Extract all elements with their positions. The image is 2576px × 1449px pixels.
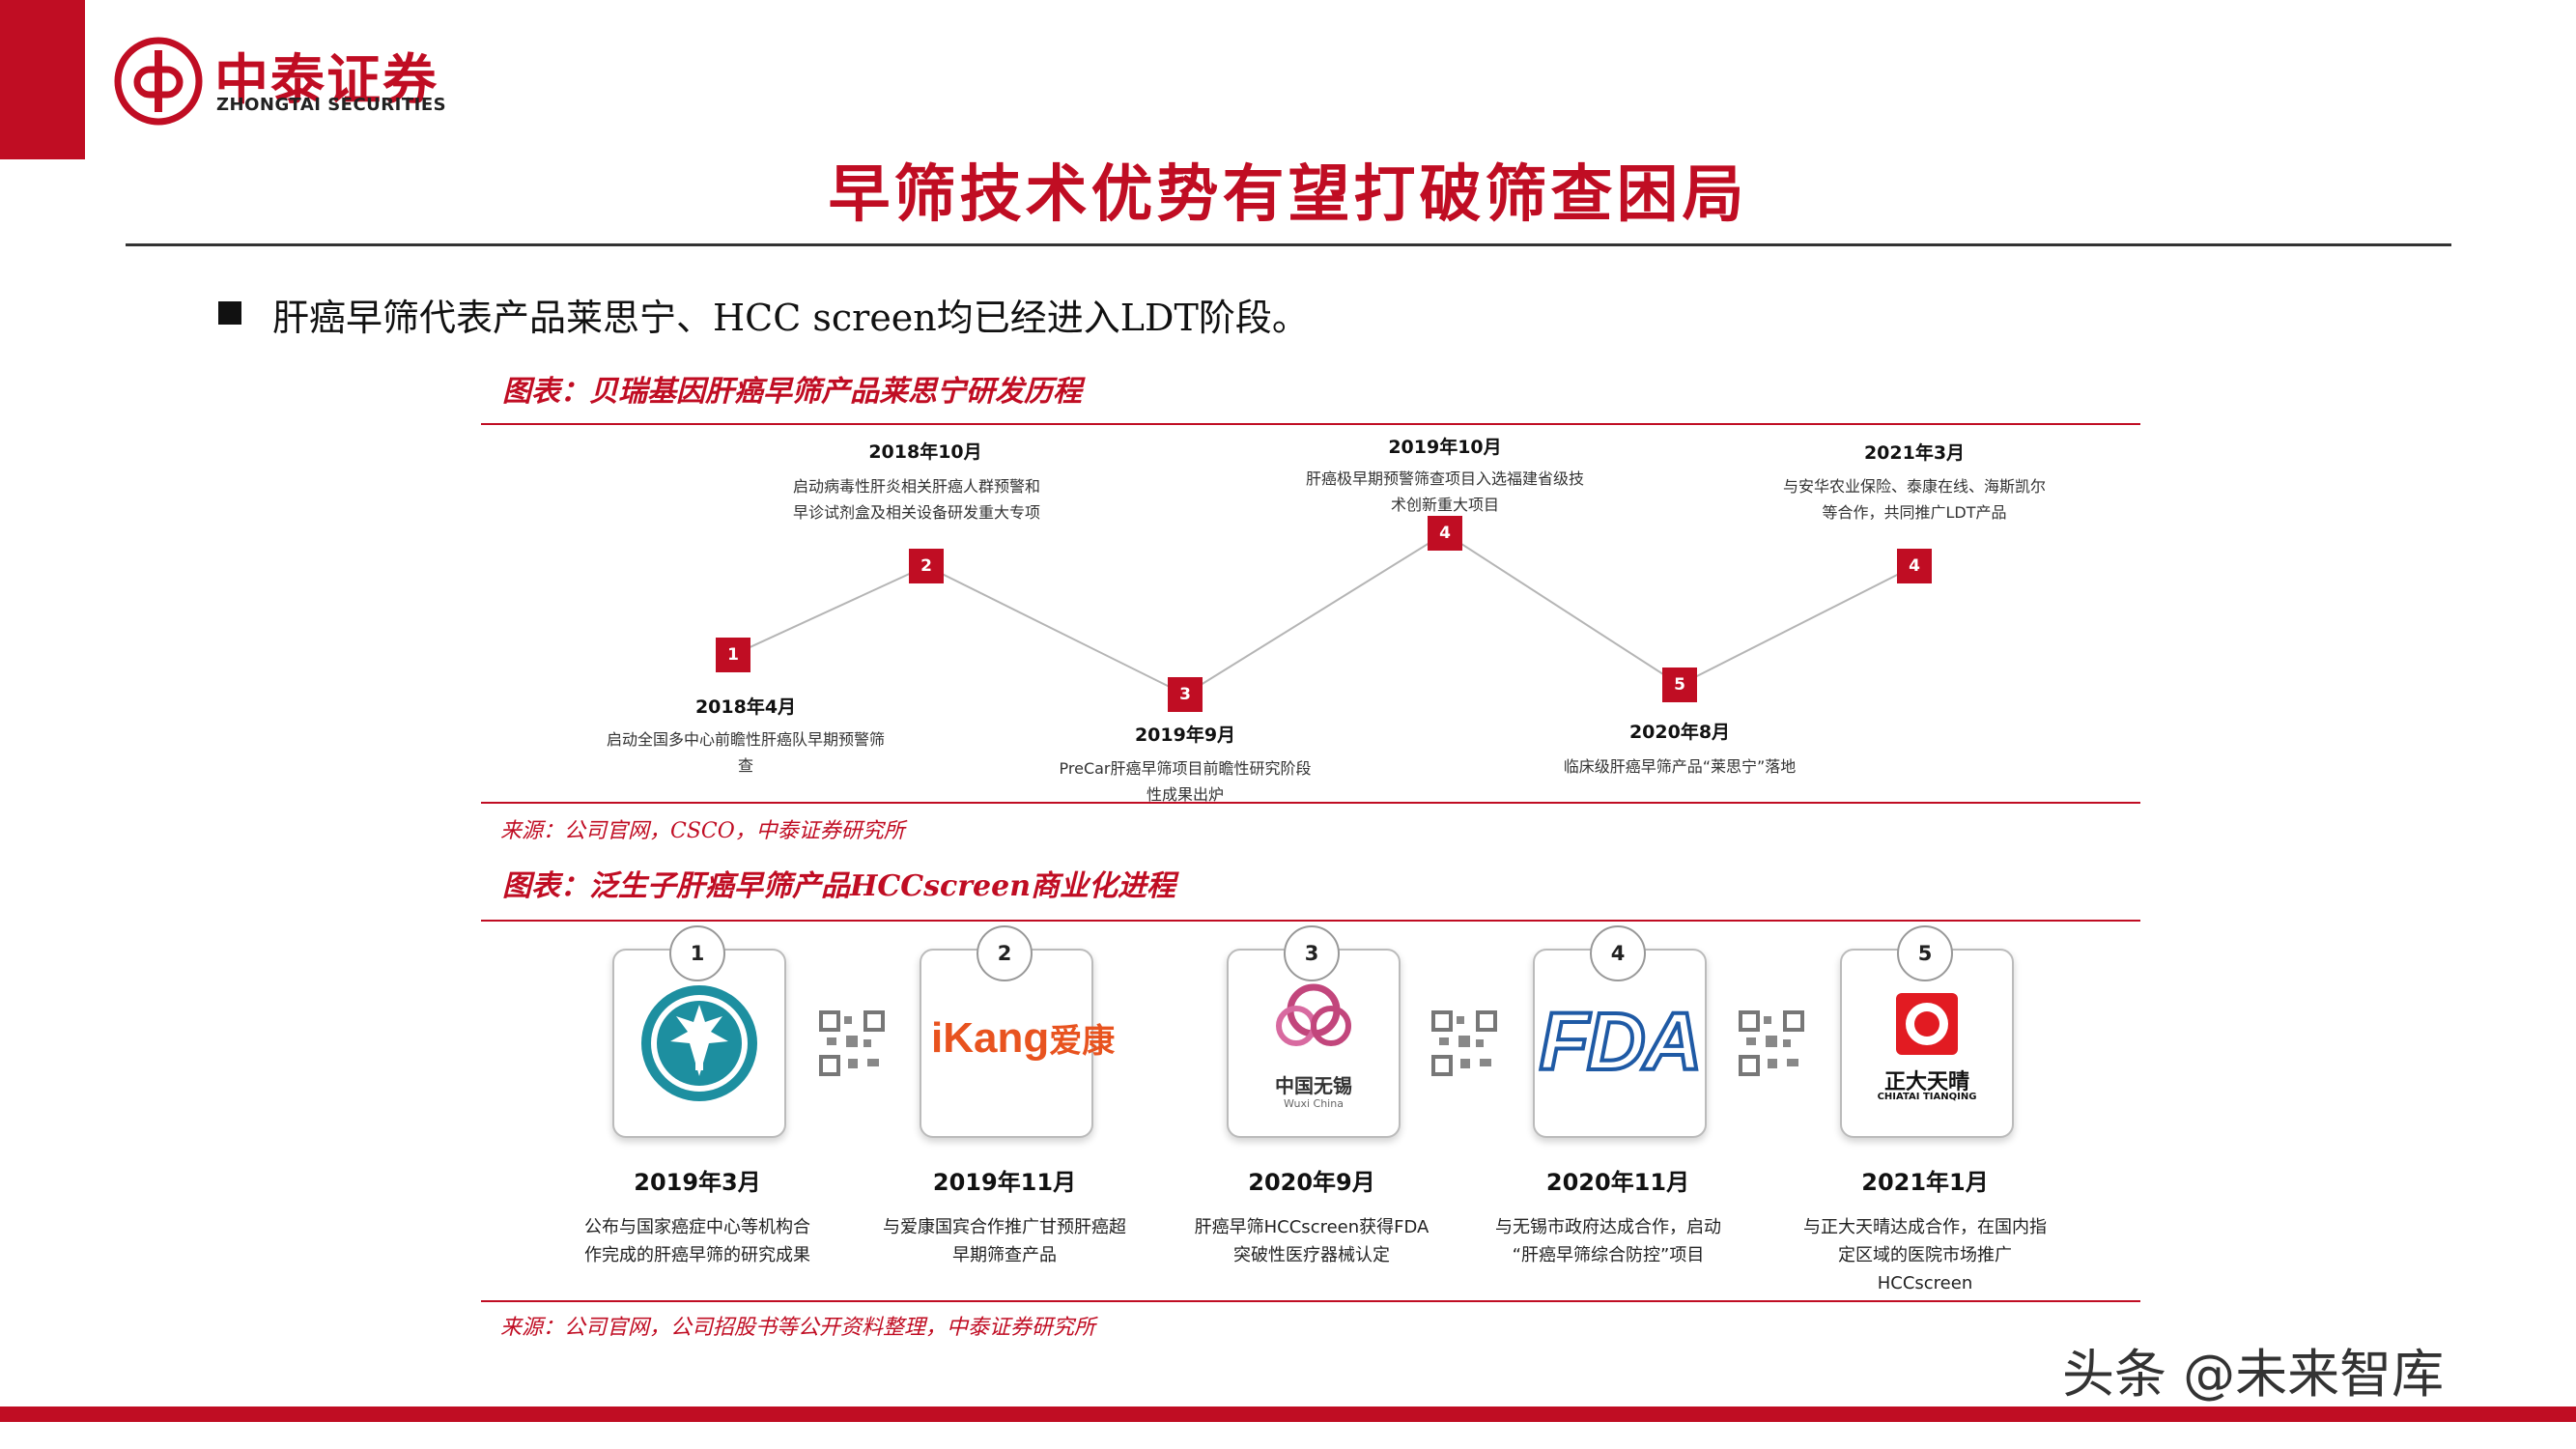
bullet-text: 肝癌早筛代表产品莱思宁、HCC screen均已经进入LDT阶段。 [272,297,1309,339]
zhongtai-logo-icon [114,37,203,126]
step-date-4: 2020年11月 [1545,1169,1690,1196]
step-date-1: 2019年3月 [634,1169,761,1196]
wuxi-china-logo-icon [1267,981,1360,1059]
watermark-text: 头条 @未来智库 [2062,1344,2445,1405]
step-desc-2: 与爱康国宾合作推广甘预肝癌超早期筛查产品 [883,1217,1126,1265]
step-date-5: 2021年1月 [1861,1169,1989,1196]
bullet-square-icon [218,301,241,325]
slide-title: 早筛技术优势有望打破筛查困局 [828,158,1748,231]
event-date: 2019年10月 [1388,437,1502,458]
figure1-source: 来源：公司官网，CSCO，中泰证券研究所 [500,819,905,843]
step-number-1: 1 [669,925,725,981]
event-date: 2018年4月 [694,696,797,718]
step-number-3: 3 [1284,925,1340,981]
timeline-marker-3: 3 [1168,677,1203,712]
event-desc: 与安华农业保险、泰康在线、海斯凯尔等合作，共同推广LDT产品 [1782,477,2046,522]
qr-code-icon [819,1010,885,1076]
fda-logo: FDA [1538,994,1705,1089]
qr-code-icon [1739,1010,1804,1076]
figure1-top-rule [481,423,2140,425]
step-date-2: 2019年11月 [932,1169,1077,1196]
national-cancer-center-logo-icon [639,983,759,1107]
figure2-source: 来源：公司官网，公司招股书等公开资料整理，中泰证券研究所 [500,1316,1096,1340]
footer-bar [0,1406,2576,1422]
timeline-marker-1: 1 [716,638,750,672]
figure1-bottom-rule [481,802,2140,804]
qr-code-icon [1431,1010,1497,1076]
title-divider [126,243,2451,246]
timeline-connector-lines [732,531,1915,696]
step-date-3: 2020年9月 [1248,1169,1375,1196]
figure1-title: 图表：贝瑞基因肝癌早筛产品莱思宁研发历程 [502,375,1082,409]
event-desc: 启动全国多中心前瞻性肝癌队早期预警筛查 [606,730,885,775]
event-date: 2020年8月 [1628,722,1731,743]
timeline-marker-5: 5 [1662,668,1697,702]
step-desc-5: 与正大天晴达成合作，在国内指定区域的医院市场推广HCCscreen [1803,1217,2047,1293]
event-desc: 临床级肝癌早筛产品“莱思宁”落地 [1563,757,1797,776]
brand-name-cn: 中泰证券 [214,49,439,112]
timeline-marker-4: 4 [1428,516,1462,551]
step-number-2: 2 [977,925,1033,981]
step-desc-4: 与无锡市政府达成合作，启动 “肝癌早筛综合防控”项目 [1495,1217,1721,1265]
figure2-top-rule [481,920,2140,922]
figure2-title: 图表：泛生子肝癌早筛产品HCCscreen商业化进程 [502,869,1176,903]
step-card-1 [612,949,786,1138]
step-number-5: 5 [1897,925,1953,981]
chiatai-tianqing-logo-icon [1896,993,1958,1055]
step-card-3: 中国无锡 Wuxi China [1227,949,1401,1138]
event-date: 2018年10月 [868,441,982,463]
event-desc: 启动病毒性肝炎相关肝癌人群预警和早诊试剂盒及相关设备研发重大专项 [792,477,1040,522]
event-date: 2019年9月 [1134,724,1236,746]
timeline-marker-2: 2 [909,549,944,583]
brand-name-en: ZHONGTAI SECURITIES [216,95,447,115]
event-desc: PreCar肝癌早筛项目前瞻性研究阶段性成果出炉 [1059,759,1312,804]
step-desc-1: 公布与国家癌症中心等机构合作完成的肝癌早筛的研究成果 [584,1217,810,1265]
timeline-marker-6: 4 [1897,549,1932,583]
corner-accent-bar [0,0,85,159]
event-date: 2021年3月 [1863,442,1966,464]
step-number-4: 4 [1590,925,1646,981]
ikang-logo: iKang爱康 [931,1014,1116,1062]
step-desc-3: 肝癌早筛HCCscreen获得FDA突破性医疗器械认定 [1194,1217,1430,1265]
event-desc: 肝癌极早期预警筛查项目入选福建省级技术创新重大项目 [1305,469,1584,514]
figure2-bottom-rule [481,1300,2140,1302]
